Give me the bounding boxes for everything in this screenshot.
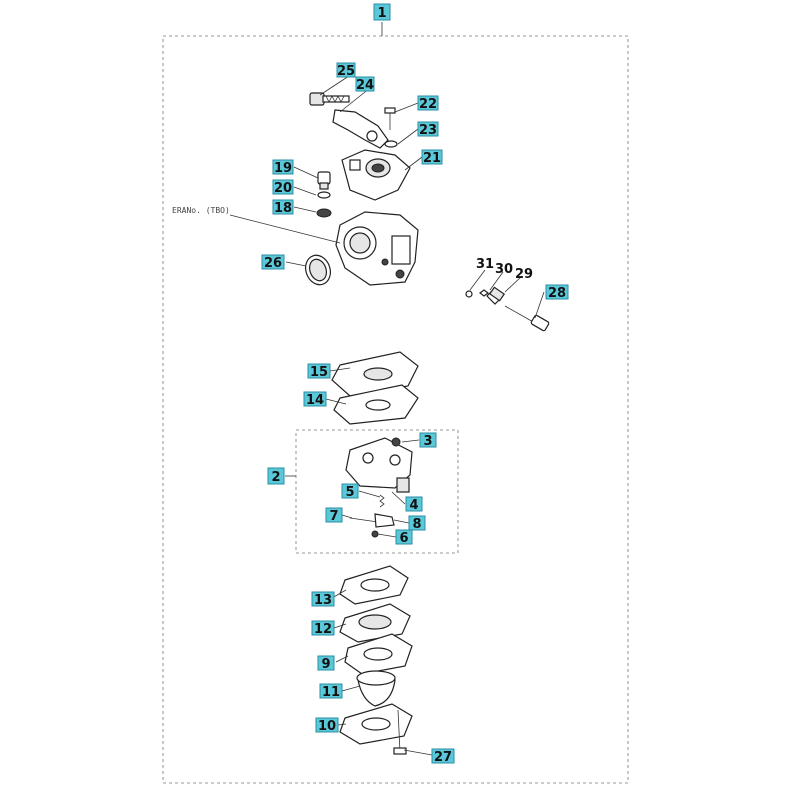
callout-14[interactable]: 14 bbox=[303, 391, 327, 408]
callout-2[interactable]: 2 bbox=[267, 467, 285, 485]
callout-12[interactable]: 12 bbox=[311, 620, 335, 637]
callout-5[interactable]: 5 bbox=[341, 483, 359, 500]
callout-15[interactable]: 15 bbox=[307, 363, 331, 380]
svg-text:2: 2 bbox=[271, 470, 280, 485]
screw-27-part bbox=[393, 709, 407, 755]
svg-text:28: 28 bbox=[548, 286, 566, 301]
screw-22-part bbox=[384, 107, 396, 130]
cover-9-part bbox=[344, 633, 413, 675]
carburetor-body-part bbox=[335, 211, 419, 286]
svg-text:27: 27 bbox=[434, 750, 452, 765]
callout-6[interactable]: 6 bbox=[395, 529, 413, 546]
callout-13[interactable]: 13 bbox=[311, 591, 335, 608]
primer-bulb-11-part bbox=[356, 670, 396, 707]
svg-text:10: 10 bbox=[318, 719, 336, 734]
svg-text:14: 14 bbox=[306, 393, 324, 408]
svg-text:6: 6 bbox=[399, 531, 408, 546]
svg-text:18: 18 bbox=[274, 201, 292, 216]
bulb-retainer-10-part bbox=[339, 703, 413, 745]
throttle-lever-part bbox=[332, 109, 389, 149]
callout-7[interactable]: 7 bbox=[325, 507, 343, 524]
callout-22[interactable]: 22 bbox=[417, 95, 439, 112]
idle-screw-part bbox=[316, 171, 332, 218]
callout-21[interactable]: 21 bbox=[421, 149, 443, 166]
svg-text:20: 20 bbox=[274, 181, 292, 196]
metering-gasket-13-part bbox=[339, 565, 409, 605]
label-29: 29 bbox=[515, 267, 533, 282]
svg-text:3: 3 bbox=[423, 434, 432, 449]
callout-27[interactable]: 27 bbox=[431, 748, 455, 765]
svg-text:21: 21 bbox=[423, 151, 441, 166]
check-valve-3-part bbox=[391, 437, 401, 447]
callout-20[interactable]: 20 bbox=[272, 179, 294, 196]
diaphragm-12-part bbox=[339, 603, 411, 643]
callout-9[interactable]: 9 bbox=[317, 655, 335, 672]
svg-text:8: 8 bbox=[412, 517, 421, 532]
svg-text:13: 13 bbox=[314, 593, 332, 608]
svg-text:23: 23 bbox=[419, 123, 437, 138]
callout-18[interactable]: 18 bbox=[272, 199, 294, 216]
carb-note-text: ERANo. (ТВО) bbox=[172, 206, 230, 215]
svg-text:7: 7 bbox=[329, 509, 338, 524]
spring-5-part bbox=[379, 494, 385, 508]
callout-1[interactable]: 1 bbox=[373, 3, 391, 21]
carb-note-leader bbox=[229, 214, 341, 244]
callout-23[interactable]: 23 bbox=[417, 121, 439, 138]
metering-lever-part bbox=[349, 513, 395, 538]
throttle-screw-part bbox=[309, 92, 350, 106]
label-31: 31 bbox=[476, 257, 494, 272]
pump-cover-part bbox=[331, 351, 419, 397]
callout-25[interactable]: 25 bbox=[336, 62, 356, 79]
callout-26[interactable]: 26 bbox=[261, 254, 285, 271]
pump-gasket-part bbox=[333, 384, 419, 425]
svg-text:12: 12 bbox=[314, 622, 332, 637]
callout-4[interactable]: 4 bbox=[405, 496, 423, 513]
callout-19[interactable]: 19 bbox=[272, 159, 294, 176]
subassembly-frame bbox=[295, 429, 459, 554]
svg-text:19: 19 bbox=[274, 161, 292, 176]
svg-text:11: 11 bbox=[322, 685, 340, 700]
svg-text:22: 22 bbox=[419, 97, 437, 112]
assembly-frame bbox=[162, 35, 629, 784]
throttle-shaft-body-part bbox=[341, 149, 411, 201]
svg-text:15: 15 bbox=[310, 365, 328, 380]
svg-text:25: 25 bbox=[337, 64, 355, 79]
callout-3[interactable]: 3 bbox=[419, 432, 437, 449]
svg-text:5: 5 bbox=[345, 485, 354, 500]
callout-28[interactable]: 28 bbox=[545, 284, 569, 301]
callout-8[interactable]: 8 bbox=[408, 515, 426, 532]
svg-text:9: 9 bbox=[321, 657, 330, 672]
adjust-needle-part bbox=[465, 286, 550, 332]
callout-10[interactable]: 10 bbox=[315, 717, 339, 734]
label-30: 30 bbox=[495, 262, 513, 277]
svg-text:4: 4 bbox=[409, 498, 418, 513]
callout-24[interactable]: 24 bbox=[355, 76, 375, 93]
svg-text:24: 24 bbox=[356, 78, 374, 93]
washer-23-part bbox=[384, 140, 398, 148]
intake-gasket-part bbox=[305, 254, 331, 286]
callout-11[interactable]: 11 bbox=[319, 683, 343, 700]
svg-text:1: 1 bbox=[377, 6, 386, 21]
metering-body-part bbox=[345, 437, 413, 493]
svg-text:26: 26 bbox=[264, 256, 282, 271]
